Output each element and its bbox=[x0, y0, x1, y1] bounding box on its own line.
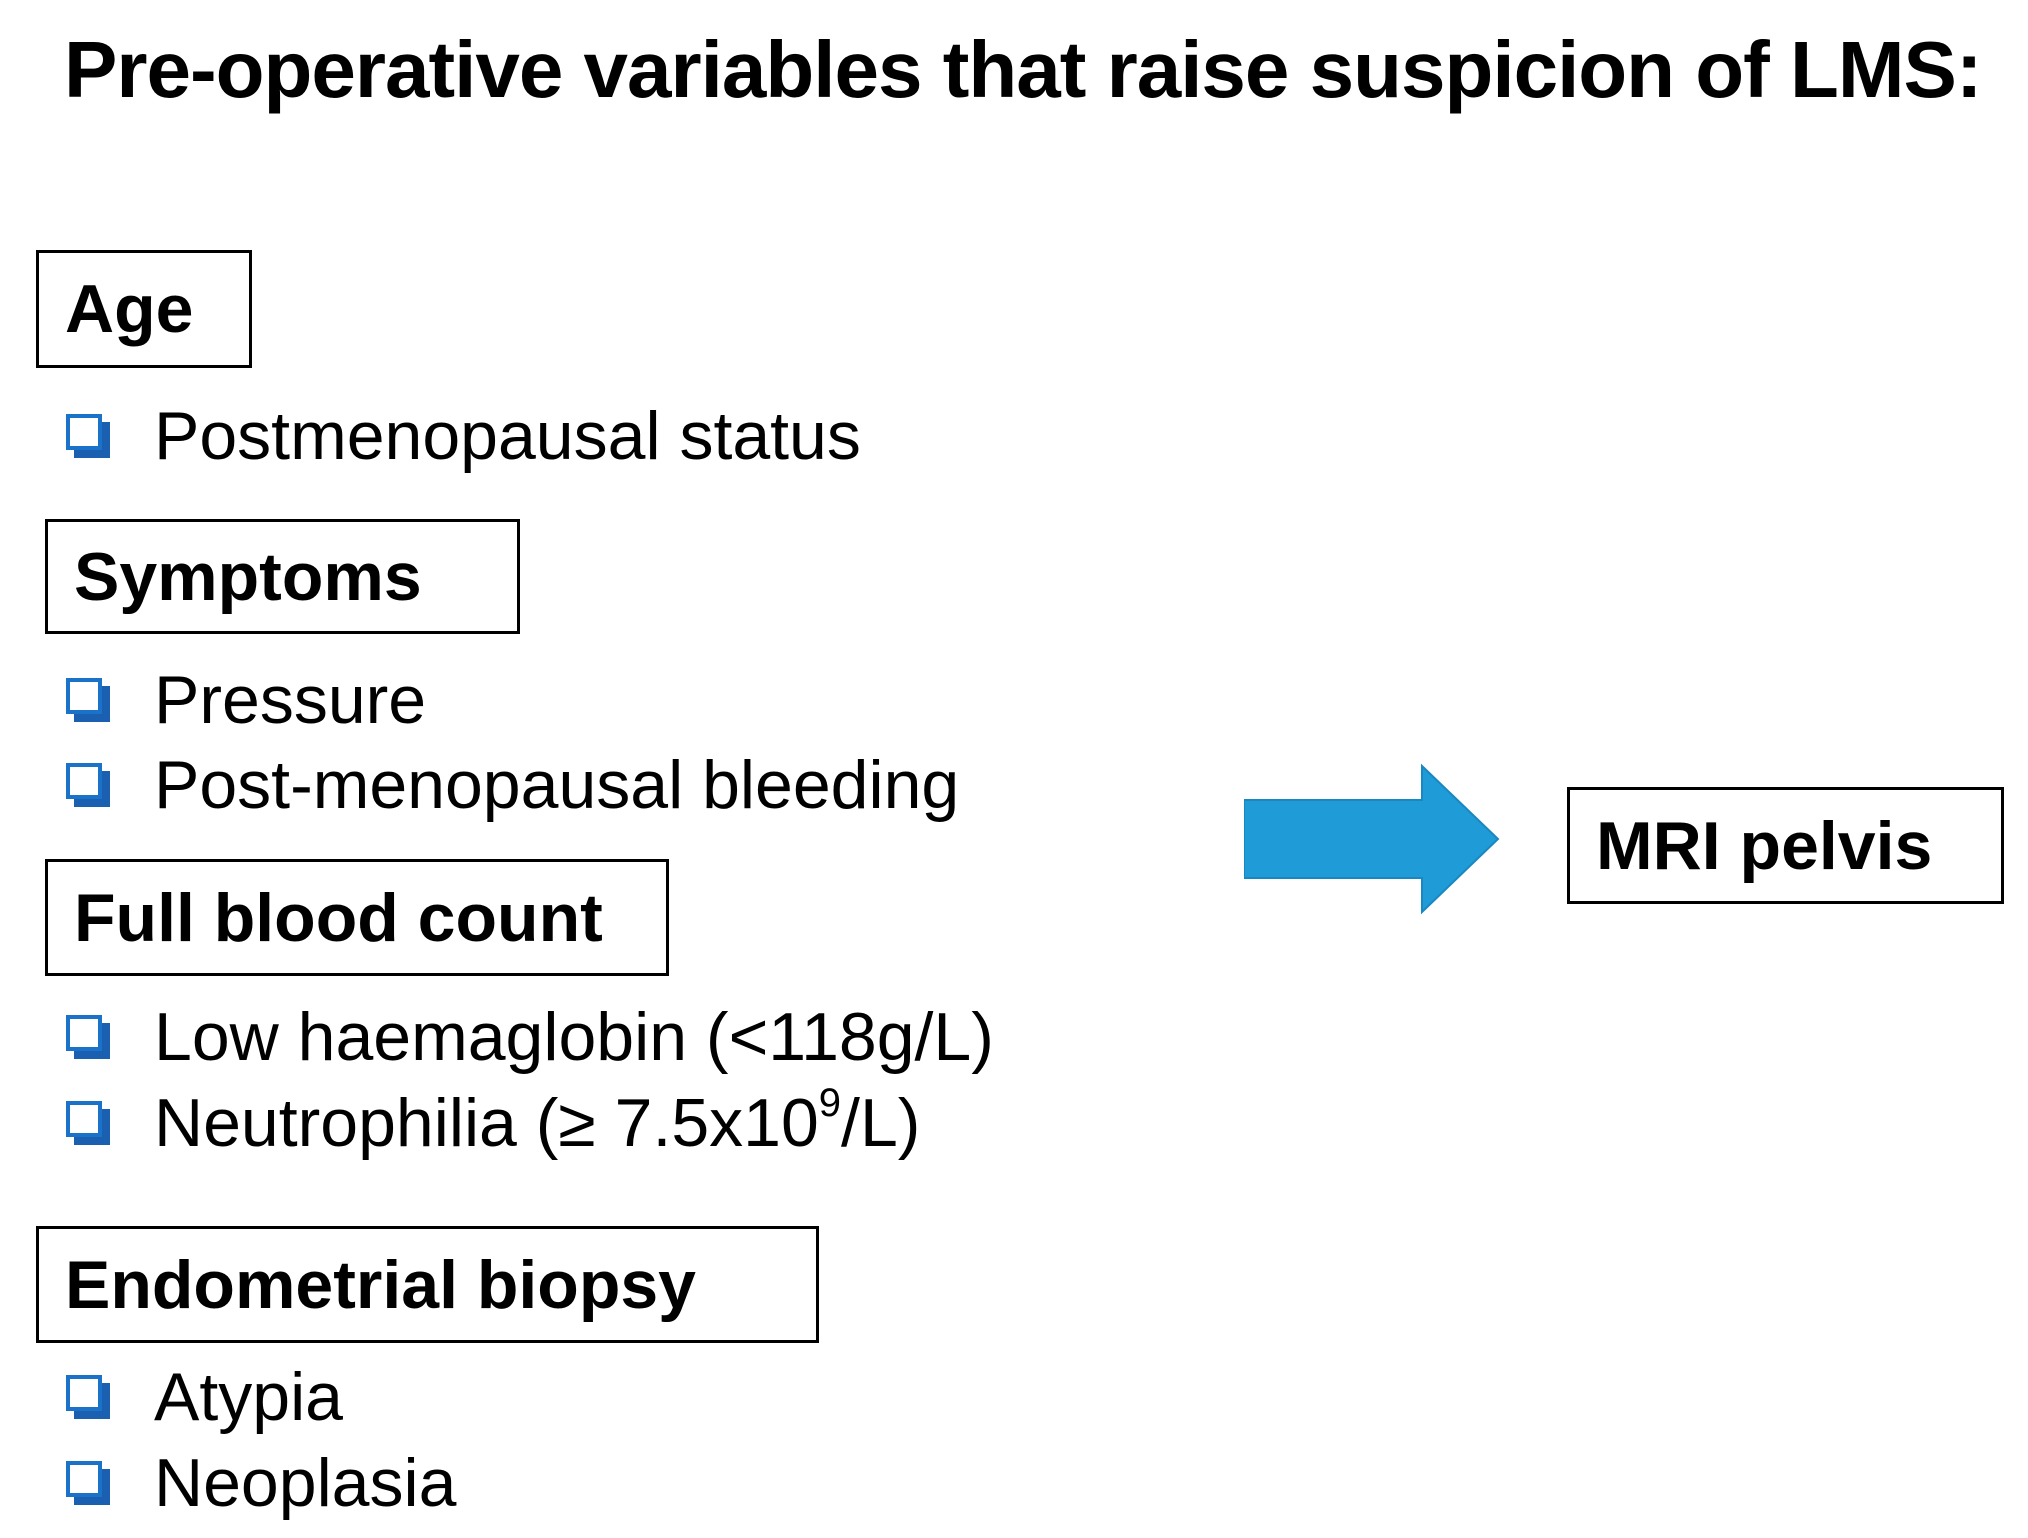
section-heading-symptoms: Symptoms bbox=[74, 538, 422, 615]
list-item: Postmenopausal status bbox=[66, 396, 861, 476]
list-item-label: Atypia bbox=[154, 1359, 343, 1435]
checkbox-icon bbox=[66, 1015, 110, 1059]
checkbox-icon bbox=[66, 1101, 110, 1145]
section-heading-full-blood-count: Full blood count bbox=[74, 879, 603, 956]
diagram-title: Pre-operative variables that raise suspi… bbox=[64, 25, 1982, 114]
section-box-full-blood-count: Full blood count bbox=[45, 859, 669, 976]
checkbox-icon bbox=[66, 414, 110, 458]
list-item-label: Neutrophilia (≥ 7.5x109/L) bbox=[154, 1083, 920, 1157]
outcome-box: MRI pelvis bbox=[1567, 787, 2004, 904]
checkbox-icon bbox=[66, 1461, 110, 1505]
list-item-label: Postmenopausal status bbox=[154, 398, 861, 474]
outcome-label: MRI pelvis bbox=[1596, 807, 1933, 884]
checkbox-icon bbox=[66, 1375, 110, 1419]
exponent: 9 bbox=[818, 1081, 842, 1125]
list-item-label: Low haemaglobin (<118g/L) bbox=[154, 999, 994, 1075]
section-box-age: Age bbox=[36, 250, 252, 368]
section-box-endometrial-biopsy: Endometrial biopsy bbox=[36, 1226, 819, 1343]
section-box-symptoms: Symptoms bbox=[45, 519, 520, 634]
section-heading-age: Age bbox=[65, 271, 194, 347]
list-item: Low haemaglobin (<118g/L) bbox=[66, 997, 994, 1077]
checkbox-icon bbox=[66, 678, 110, 722]
list-item: Atypia bbox=[66, 1357, 343, 1437]
list-item: Neoplasia bbox=[66, 1443, 456, 1523]
list-item: Neutrophilia (≥ 7.5x109/L) bbox=[66, 1083, 920, 1163]
neutrophilia-label: Neutrophilia (≥ 7.5x10 bbox=[154, 1085, 819, 1161]
list-item-label: Post-menopausal bleeding bbox=[154, 747, 960, 823]
right-arrow-icon bbox=[1244, 763, 1500, 915]
unit-suffix: /L) bbox=[841, 1085, 921, 1161]
list-item-label: Neoplasia bbox=[154, 1445, 457, 1521]
list-item: Pressure bbox=[66, 660, 426, 740]
list-item: Post-menopausal bleeding bbox=[66, 745, 959, 825]
section-heading-endometrial-biopsy: Endometrial biopsy bbox=[65, 1246, 696, 1323]
checkbox-icon bbox=[66, 763, 110, 807]
list-item-label: Pressure bbox=[154, 662, 427, 738]
